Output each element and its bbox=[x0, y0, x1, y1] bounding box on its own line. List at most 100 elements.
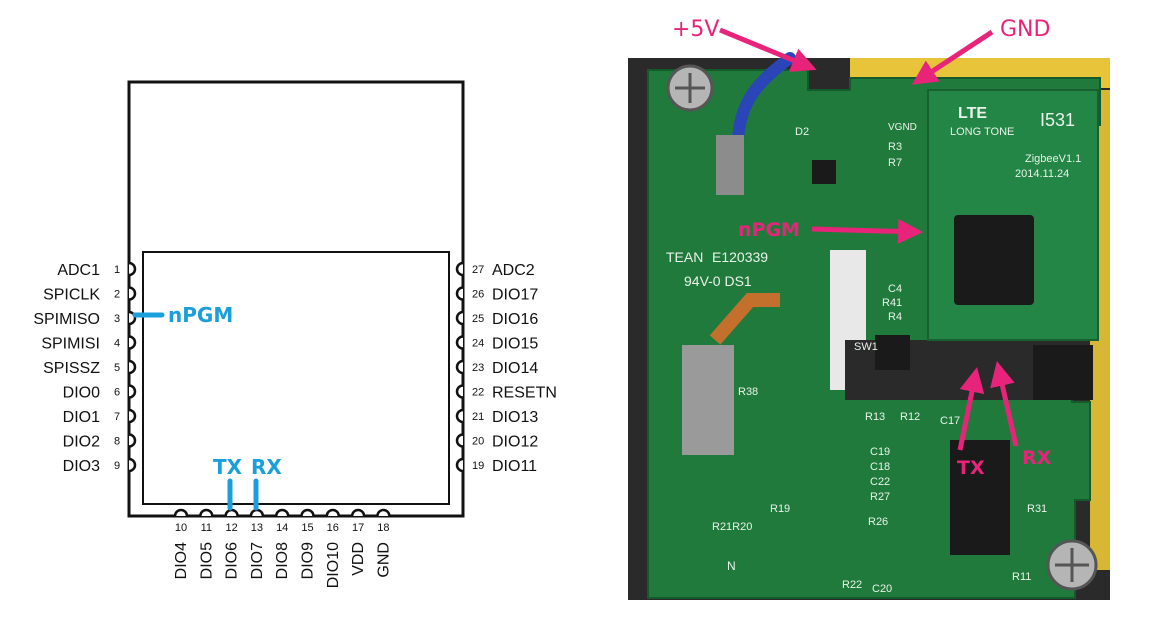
pcb-vgnd: VGND bbox=[888, 122, 917, 133]
pin-pad bbox=[128, 457, 137, 473]
pcb-r41: R41 bbox=[882, 297, 902, 309]
wire-solder-joint bbox=[716, 135, 744, 195]
pcb-c4: C4 bbox=[888, 283, 902, 295]
annot-plus5v: +5V bbox=[672, 17, 719, 42]
pin-pad bbox=[455, 408, 464, 424]
pcb-r13: R13 bbox=[865, 411, 885, 423]
pin-label: DIO16 bbox=[492, 311, 538, 328]
pin-label: DIO1 bbox=[63, 409, 100, 426]
push-button bbox=[875, 335, 910, 370]
pin-number: 16 bbox=[327, 522, 339, 534]
pin-label: GND bbox=[375, 542, 392, 578]
pin-pad bbox=[455, 359, 464, 375]
pin-number: 6 bbox=[114, 387, 120, 399]
pin-label: DIO5 bbox=[198, 542, 215, 579]
pin-number: 26 bbox=[472, 289, 484, 301]
pin-label: SPIMISI bbox=[41, 336, 100, 353]
pcb-r22: R22 bbox=[842, 579, 862, 591]
pin-label: DIO8 bbox=[274, 542, 291, 579]
pin-number: 23 bbox=[472, 362, 484, 374]
pin-number: 25 bbox=[472, 313, 484, 325]
pin-number: 17 bbox=[352, 522, 364, 534]
regulator-chip bbox=[812, 160, 836, 184]
pcb-c22: C22 bbox=[870, 476, 890, 488]
pin-pad bbox=[455, 384, 464, 399]
pin-number: 21 bbox=[472, 411, 484, 423]
pcb-r31: R31 bbox=[1027, 503, 1047, 515]
pin-label: SPISSZ bbox=[43, 360, 100, 377]
pcb-r7: R7 bbox=[888, 157, 902, 169]
arrow-gnd bbox=[911, 29, 994, 85]
pcb-n: N bbox=[727, 559, 736, 573]
pin-number: 18 bbox=[377, 522, 389, 534]
pin-pad bbox=[300, 508, 315, 517]
rx-label: RX bbox=[251, 455, 282, 479]
pin-label: SPIMISO bbox=[33, 311, 100, 328]
pin-number: 7 bbox=[114, 411, 120, 423]
pcb-c17: C17 bbox=[940, 415, 960, 427]
annot-gnd: GND bbox=[1000, 17, 1050, 42]
pcb-sw1: SW1 bbox=[854, 341, 878, 353]
pin-number: 24 bbox=[472, 338, 484, 350]
pin-label: DIO4 bbox=[173, 542, 190, 579]
pin-number: 5 bbox=[114, 362, 120, 374]
pcb-rating: 94V-0 DS1 bbox=[684, 273, 752, 289]
pin-pad bbox=[199, 508, 214, 517]
pin-label: SPICLK bbox=[43, 287, 100, 304]
annot-rx: RX bbox=[1022, 447, 1052, 469]
pin-number: 27 bbox=[472, 264, 484, 276]
arrow-rx bbox=[990, 361, 1019, 447]
pin-label: DIO14 bbox=[492, 360, 538, 377]
pin-number: 13 bbox=[251, 522, 263, 534]
pcb-c18: C18 bbox=[870, 461, 890, 473]
module-shield bbox=[142, 251, 450, 505]
pin-label: DIO11 bbox=[492, 458, 537, 475]
pin-pad bbox=[455, 335, 464, 350]
pin-label: DIO13 bbox=[492, 409, 538, 426]
pin-pad bbox=[128, 286, 137, 301]
pin-label: RESETN bbox=[492, 385, 557, 402]
pcb-r27: R27 bbox=[870, 491, 890, 503]
zigbee-brand: LONG TONE bbox=[950, 126, 1014, 138]
pin-label: ADC2 bbox=[492, 262, 535, 279]
pcb-tean: TEAN bbox=[666, 249, 703, 265]
pin-number: 14 bbox=[276, 522, 288, 534]
pin-label: ADC1 bbox=[57, 262, 100, 279]
connector-header bbox=[1033, 345, 1093, 400]
pin-pad bbox=[224, 508, 239, 517]
zigbee-version: ZigbeeV1.1 bbox=[1025, 153, 1081, 165]
annot-npgm: nPGM bbox=[738, 219, 800, 241]
pcb-r11: R11 bbox=[1012, 571, 1031, 583]
module-pinout-diagram: 1ADC12SPICLK3SPIMISO4SPIMISI5SPISSZ6DIO0… bbox=[33, 80, 557, 588]
screw-slot bbox=[675, 73, 705, 103]
npgm-label: nPGM bbox=[168, 303, 233, 327]
bottom-pin-row: 10DIO411DIO512DIO613DIO714DIO815DIO916DI… bbox=[173, 508, 392, 588]
pin-label: VDD bbox=[350, 542, 367, 576]
pin-number: 4 bbox=[114, 338, 120, 350]
pin-pad bbox=[128, 261, 137, 277]
pin-pad bbox=[455, 310, 464, 326]
serial-ic bbox=[950, 440, 1010, 555]
copper-trace bbox=[709, 293, 780, 345]
pin-label: DIO3 bbox=[63, 458, 100, 475]
pin-pad bbox=[455, 457, 464, 473]
pin-number: 20 bbox=[472, 436, 484, 448]
pin-number: 22 bbox=[472, 387, 484, 399]
right-pin-column: 27 ADC2 26 DIO17 25 DIO16 24 DIO15 23 DIO14 22 RESE… bbox=[455, 261, 557, 475]
pin-pad bbox=[455, 261, 464, 277]
pin-label: DIO17 bbox=[492, 287, 538, 304]
pin-label: DIO15 bbox=[492, 336, 538, 353]
zigbee-date: 2014.11.24 bbox=[1015, 168, 1069, 180]
pin-pad bbox=[274, 508, 290, 517]
blue-power-wire bbox=[732, 52, 796, 146]
pin-pad bbox=[128, 433, 137, 448]
pcb-r38: R38 bbox=[738, 386, 758, 398]
pcb-d2: D2 bbox=[795, 126, 809, 138]
pcb-c19: C19 bbox=[870, 446, 890, 458]
zigbee-code: I531 bbox=[1040, 110, 1075, 130]
transformer-pad bbox=[682, 345, 734, 455]
pin-number: 15 bbox=[301, 522, 313, 534]
pin-number: 12 bbox=[225, 522, 237, 534]
zigbee-logo: LTE bbox=[958, 105, 987, 122]
pin-number: 11 bbox=[201, 522, 212, 534]
